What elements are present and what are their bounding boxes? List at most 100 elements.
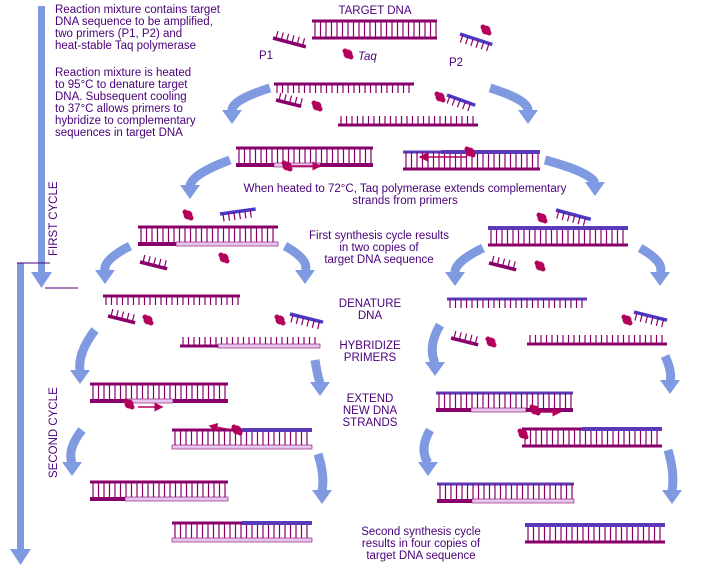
taq-polymerase-icon — [123, 398, 135, 410]
taq-polymerase-icon — [621, 314, 633, 326]
taq-polymerase-icon — [182, 209, 194, 221]
flow-arrow-body — [660, 354, 676, 383]
dna-duplex — [90, 382, 228, 404]
taq-polymerase-icon — [485, 336, 497, 348]
taq-polymerase-icon — [342, 48, 354, 60]
primer — [272, 30, 307, 49]
primer — [633, 310, 668, 328]
taq-polymerase-icon — [231, 424, 243, 436]
flow-arrow-body — [663, 448, 678, 492]
dna-duplex — [312, 19, 437, 40]
extension-arrow — [208, 422, 233, 432]
first-cycle-bar — [38, 6, 45, 274]
second-cycle-label: SECOND CYCLE — [48, 387, 60, 478]
flow-arrow-body — [75, 327, 99, 372]
single-strand — [338, 116, 478, 127]
dna-strands — [90, 19, 668, 544]
primer — [459, 32, 493, 52]
taq-polymerase-icon — [274, 314, 286, 326]
dna-duplex — [171, 428, 313, 450]
flow-arrow-head — [418, 462, 438, 476]
flow-arrow-head — [95, 270, 115, 284]
taq-polymerase-icon — [536, 212, 548, 224]
dna-duplex — [171, 521, 313, 543]
single-strand — [447, 297, 587, 308]
hybridize-step-label: HYBRIDIZE PRIMERS — [339, 340, 401, 364]
cycle-timeline-arrows — [10, 6, 78, 565]
flow-arrow-body — [488, 83, 533, 112]
taq-polymerase-icon — [534, 260, 546, 272]
dna-duplex — [522, 427, 662, 448]
flow-arrow-head — [585, 182, 605, 196]
taq-polymerase-icon — [311, 100, 323, 112]
flow-arrow-body — [543, 155, 600, 186]
flow-arrow-head — [62, 462, 82, 476]
flow-arrow-body — [419, 427, 434, 466]
flow-arrow-head — [518, 110, 538, 124]
primer — [446, 93, 476, 112]
extend-step-label: EXTEND NEW DNA STRANDS — [342, 393, 398, 429]
primer-p2-label: P2 — [449, 57, 464, 69]
flow-arrow-body — [227, 83, 272, 112]
taq-polymerase-icon — [517, 428, 529, 440]
flow-arrow-head — [222, 110, 242, 124]
primer — [219, 207, 256, 222]
dna-duplex — [90, 480, 229, 502]
first-cycle-arrowhead — [31, 272, 52, 288]
flow-arrows — [62, 83, 682, 504]
target-dna-title: TARGET DNA — [338, 5, 412, 17]
flow-arrow-body — [450, 243, 485, 274]
flow-arrow-head — [310, 382, 330, 396]
dna-duplex — [488, 226, 628, 247]
flow-arrow-body — [313, 452, 328, 492]
taq-polymerase-icon — [464, 146, 476, 158]
flow-arrow-body — [282, 242, 311, 273]
extend-note: When heated to 72°C, Taq polymerase exte… — [243, 183, 567, 207]
second-cycle-result-note: Second synthesis cycle results in four c… — [361, 526, 481, 562]
taq-polymerase-icon — [142, 314, 154, 326]
flow-arrow-body — [100, 241, 133, 272]
taq-polymerase-icon — [480, 24, 492, 36]
dna-duplex — [525, 523, 665, 544]
dna-duplex — [236, 146, 373, 168]
primer — [275, 92, 303, 108]
flow-arrow-head — [650, 272, 670, 286]
dna-duplex — [138, 225, 279, 247]
primer — [450, 330, 479, 347]
flow-arrow-head — [660, 380, 680, 394]
denature-hybridize-note: Reaction mixture is heated to 95°C to de… — [55, 67, 196, 139]
primer — [139, 254, 168, 271]
flow-arrow-head — [70, 370, 90, 384]
primer — [289, 312, 324, 330]
extension-arrows — [138, 152, 562, 432]
taq-polymerase-icon — [218, 252, 230, 264]
second-cycle-bar — [17, 263, 24, 551]
flow-arrow-body — [637, 244, 666, 275]
primer — [488, 255, 517, 272]
primer — [107, 308, 136, 325]
single-strand — [103, 294, 240, 305]
flow-arrow-body — [310, 359, 325, 385]
taq-polymerase-icon — [529, 404, 541, 416]
taq-polymerase-icon — [434, 91, 446, 103]
dna-duplex — [436, 391, 573, 413]
single-strand — [274, 82, 414, 93]
flow-arrow-body — [66, 427, 86, 465]
primer — [555, 208, 592, 226]
first-cycle-result-note: First synthesis cycle results in two cop… — [309, 230, 449, 266]
flow-arrow-head — [295, 270, 315, 284]
taq-label: Taq — [358, 51, 377, 63]
new-strand-segment — [217, 343, 321, 349]
flow-arrow-head — [662, 490, 682, 504]
flow-arrow-head — [425, 362, 445, 376]
second-cycle-arrowhead — [10, 549, 31, 565]
first-cycle-label: FIRST CYCLE — [48, 181, 60, 256]
denature-step-label: DENATURE DNA — [338, 298, 402, 322]
flow-arrow-head — [445, 272, 465, 286]
flow-arrow-head — [312, 490, 332, 504]
dna-duplex — [437, 482, 575, 504]
primer-p1-label: P1 — [259, 50, 274, 62]
flow-arrow-body — [185, 155, 232, 188]
flow-arrow-body — [427, 322, 444, 365]
